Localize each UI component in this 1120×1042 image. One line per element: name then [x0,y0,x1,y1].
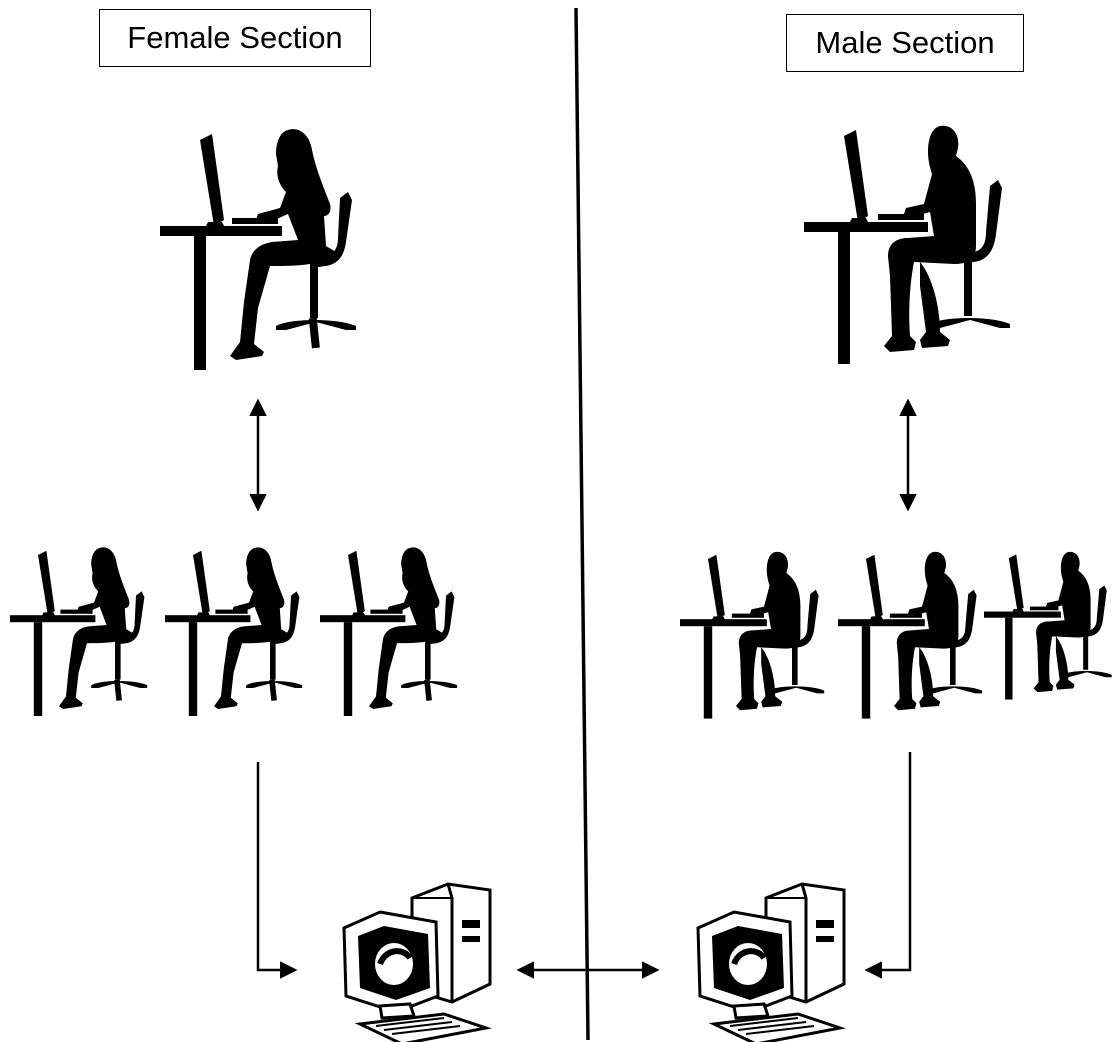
male-worker-3 [984,551,1112,700]
female-server-computer-icon [344,884,490,1042]
male-worker-1 [680,551,825,719]
male-server-computer-icon [698,884,844,1042]
female-supervisor [160,129,356,370]
female-section-label: Female Section [99,9,371,67]
female-worker-3 [320,547,458,716]
male-supervisor [804,125,1010,364]
female-to-server-link [256,762,298,979]
section-divider [574,7,590,1041]
female-worker-2 [165,547,303,716]
male-worker-2 [838,551,983,719]
male-to-server-link [864,752,912,979]
male-section-label: Male Section [786,14,1024,72]
female-worker-1 [10,547,148,716]
